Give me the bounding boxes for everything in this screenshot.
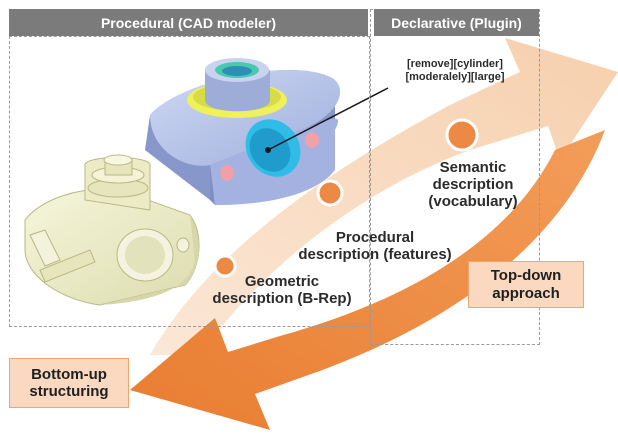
callout-leader-dot bbox=[265, 147, 271, 153]
cad-part-cream bbox=[24, 154, 200, 306]
bottom-up-arrow bbox=[150, 38, 618, 355]
bottom-up-line-1: Bottom-up bbox=[31, 365, 107, 383]
geometric-line-1: Geometric bbox=[244, 273, 320, 290]
query-tags-line-1: [remove][cylinder] bbox=[407, 58, 503, 70]
procedural-panel bbox=[9, 36, 370, 327]
procedural-panel-header: Procedural (CAD modeler) bbox=[9, 9, 368, 36]
declarative-panel-header: Declarative (Plugin) bbox=[374, 9, 539, 36]
top-down-arrow bbox=[130, 130, 605, 430]
top-down-line-1: Top-down bbox=[490, 267, 562, 285]
procedural-level-dot bbox=[316, 179, 344, 207]
procedural-line-1: Procedural bbox=[335, 229, 415, 246]
top-down-line-2: approach bbox=[492, 284, 560, 302]
cad-part-blue bbox=[145, 58, 341, 205]
query-tags: [remove][cylinder] [moderalely][large] bbox=[388, 58, 522, 84]
query-tags-line-2: [moderalely][large] bbox=[405, 70, 505, 83]
procedural-description-label: Procedural description (features) bbox=[290, 229, 460, 264]
geometric-level-dot bbox=[213, 254, 237, 278]
callout-leader bbox=[267, 87, 389, 151]
semantic-line-3: (vocabulary) bbox=[428, 192, 518, 210]
top-down-approach-callout: Top-down approach bbox=[468, 261, 584, 308]
geometric-line-2: description (B-Rep) bbox=[212, 289, 352, 307]
semantic-line-1: Semantic bbox=[439, 159, 507, 176]
bottom-up-line-2: structuring bbox=[29, 383, 109, 400]
bottom-up-structuring-callout: Bottom-up structuring bbox=[9, 358, 129, 408]
procedural-line-2: description (features) bbox=[298, 245, 452, 263]
semantic-line-2: description bbox=[432, 175, 514, 193]
geometric-description-label: Geometric description (B-Rep) bbox=[192, 273, 372, 308]
semantic-description-label: Semantic description (vocabulary) bbox=[398, 159, 548, 210]
semantic-level-dot bbox=[445, 118, 479, 152]
